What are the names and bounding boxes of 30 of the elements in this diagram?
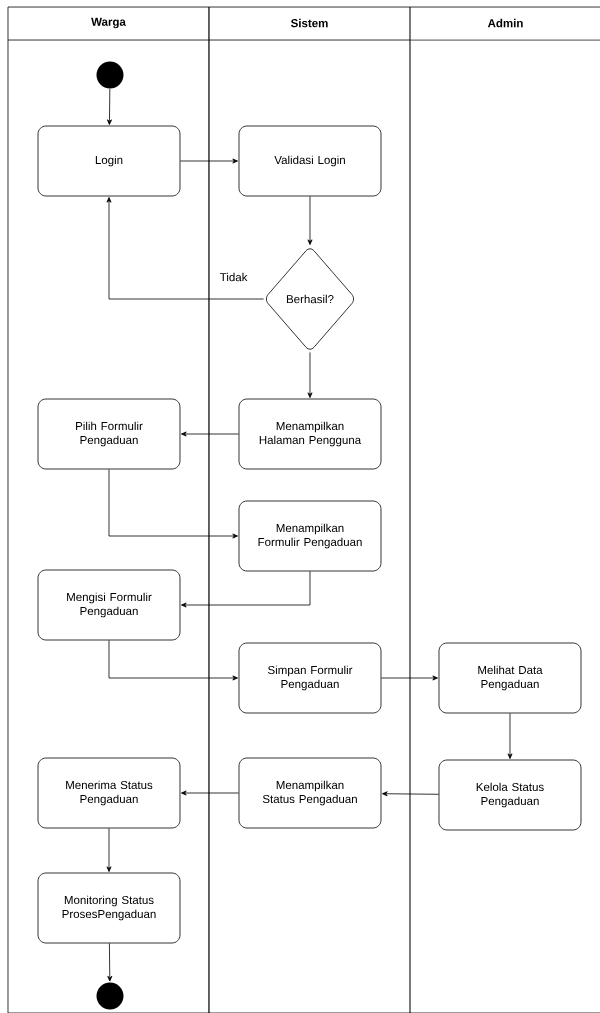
arrow (106, 197, 264, 300)
activity-box: Menampilkan Formulir Pengaduan (238, 500, 382, 572)
activity-box: Pilih Formulir Pengaduan (37, 398, 181, 470)
activity-box: Login (37, 125, 181, 197)
activity-box: Validasi Login (238, 125, 382, 197)
arrow (507, 713, 513, 759)
arrow (181, 571, 311, 608)
activity-box: Menerima Status Pengaduan (37, 757, 181, 829)
activity-box: Melihat Data Pengaduan (438, 642, 582, 714)
activity-box: Menampilkan Halaman Pengguna (238, 398, 382, 470)
arrow (108, 640, 238, 681)
start-end-dot (96, 61, 124, 89)
arrow (307, 196, 313, 245)
arrow (180, 158, 238, 164)
activity-box: Kelola Status Pengaduan (438, 759, 582, 831)
arrow (181, 431, 239, 437)
activity-box: Mengisi Formulir Pengaduan (37, 569, 181, 641)
arrow (107, 943, 113, 982)
arrow (108, 469, 238, 539)
edge-label: Tidak (218, 271, 249, 283)
arrow (381, 675, 438, 681)
activity-box: Monitoring Status ProsesPengaduan (37, 872, 181, 944)
activity-box: Menampilkan Status Pengaduan (238, 757, 382, 829)
arrow (307, 352, 313, 398)
activity-box: Simpan Formulir Pengaduan (238, 642, 382, 714)
arrow (106, 828, 112, 872)
start-end-dot (96, 982, 124, 1010)
arrow (181, 790, 239, 796)
arrow (107, 88, 112, 125)
arrow (382, 791, 439, 797)
